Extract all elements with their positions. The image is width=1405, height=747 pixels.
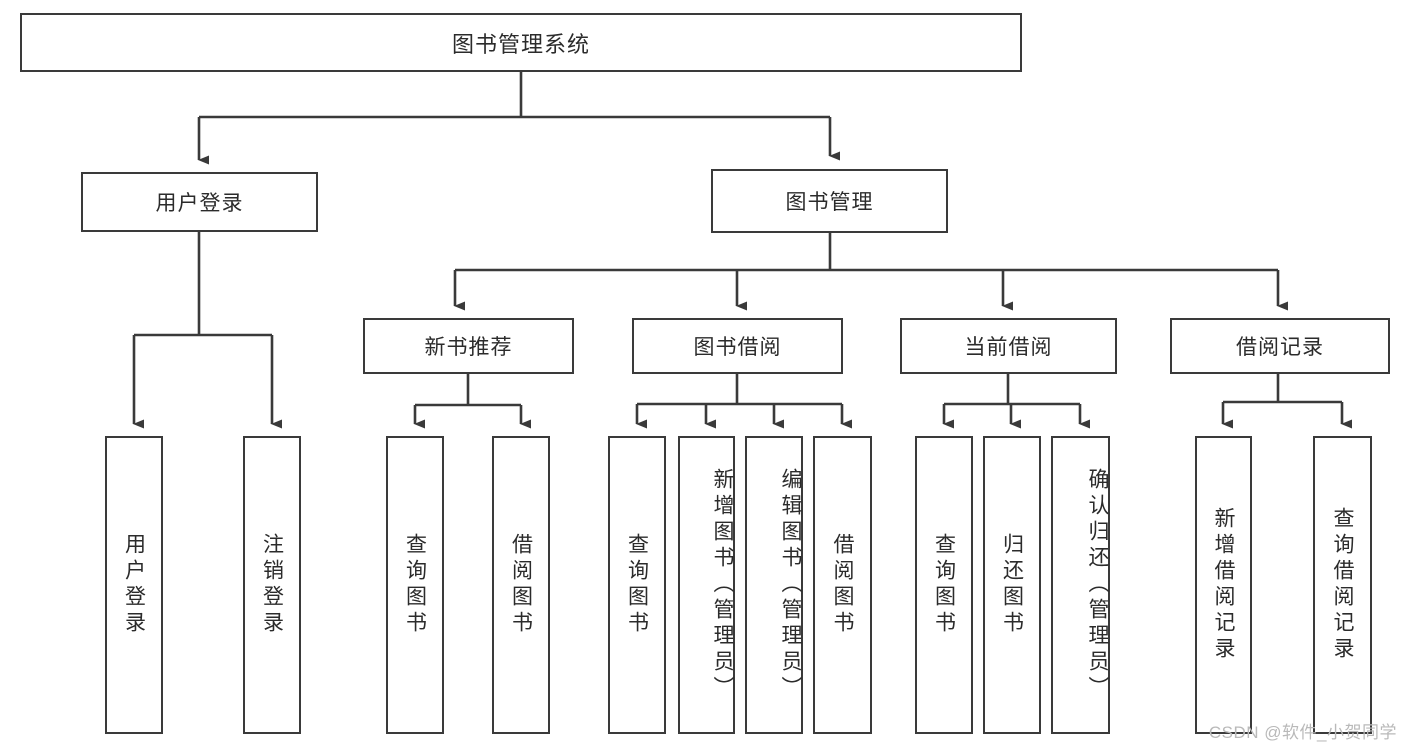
- leaf-logout-login[interactable]: 注销登录: [243, 436, 301, 734]
- node-book-management[interactable]: 图书管理: [711, 169, 948, 233]
- node-current-borrow[interactable]: 当前借阅: [900, 318, 1117, 374]
- leaf-add-book-admin[interactable]: 新增图书（管理员）: [678, 436, 735, 734]
- node-borrow-record[interactable]: 借阅记录: [1170, 318, 1390, 374]
- node-book-borrow[interactable]: 图书借阅: [632, 318, 843, 374]
- leaf-query-borrow-record[interactable]: 查询借阅记录: [1313, 436, 1372, 734]
- node-user-login[interactable]: 用户登录: [81, 172, 318, 232]
- leaf-query-book-borrow[interactable]: 查询图书: [608, 436, 666, 734]
- leaf-edit-book-admin[interactable]: 编辑图书（管理员）: [745, 436, 803, 734]
- node-root-system[interactable]: 图书管理系统: [20, 13, 1022, 72]
- leaf-query-book-recommend[interactable]: 查询图书: [386, 436, 444, 734]
- leaf-return-book[interactable]: 归还图书: [983, 436, 1041, 734]
- leaf-add-borrow-record[interactable]: 新增借阅记录: [1195, 436, 1252, 734]
- node-new-book-recommend[interactable]: 新书推荐: [363, 318, 574, 374]
- leaf-confirm-return-admin[interactable]: 确认归还（管理员）: [1051, 436, 1110, 734]
- leaf-query-book-current[interactable]: 查询图书: [915, 436, 973, 734]
- leaf-borrow-book[interactable]: 借阅图书: [813, 436, 872, 734]
- leaf-user-login[interactable]: 用户登录: [105, 436, 163, 734]
- leaf-borrow-book-recommend[interactable]: 借阅图书: [492, 436, 550, 734]
- csdn-watermark: CSDN @软件_小贺同学: [1208, 723, 1397, 742]
